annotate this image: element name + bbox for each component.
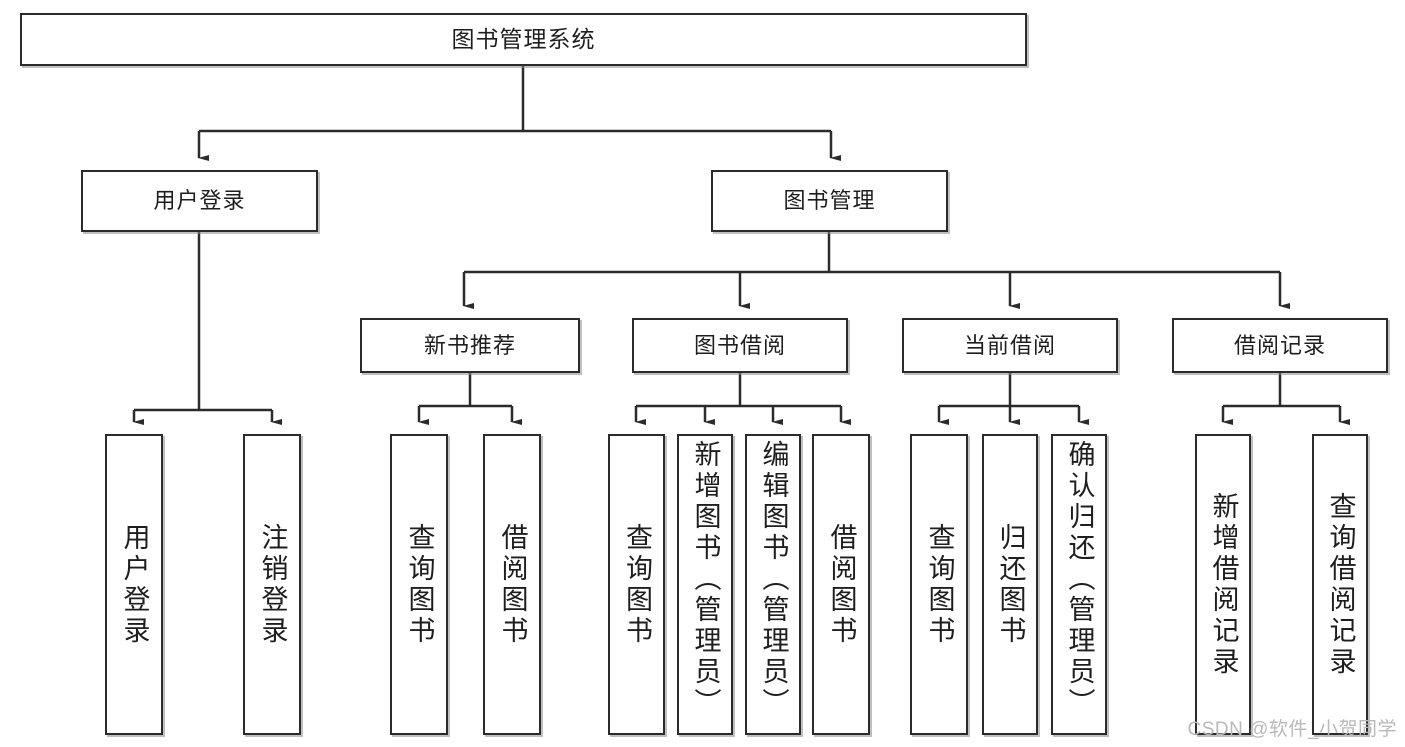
node-new-book-recommend[interactable]: 新书推荐 xyxy=(360,318,580,373)
leaf-node-return-book[interactable]: 归还图书 xyxy=(982,434,1038,735)
node-label: 当前借阅 xyxy=(963,332,1056,358)
node-label: 查询借阅记录 xyxy=(1325,491,1356,678)
node-label: 查询图书 xyxy=(924,522,955,647)
node-label: 新书推荐 xyxy=(423,332,516,358)
node-label: 编辑图书（管理员） xyxy=(758,440,789,719)
node-label: 确认归还（管理员） xyxy=(1064,440,1095,719)
node-label: 用户登录 xyxy=(153,188,246,214)
leaf-node-query-books-borrow[interactable]: 查询图书 xyxy=(608,434,665,735)
leaf-node-borrow-books-recommend[interactable]: 借阅图书 xyxy=(483,434,541,735)
leaf-node-edit-book-admin[interactable]: 编辑图书（管理员） xyxy=(745,434,801,735)
node-label: 图书管理 xyxy=(783,188,876,214)
node-label: 注销登录 xyxy=(257,522,288,647)
node-book-management[interactable]: 图书管理 xyxy=(711,170,948,232)
node-label: 借阅图书 xyxy=(497,522,528,647)
leaf-node-logout[interactable]: 注销登录 xyxy=(243,434,301,735)
node-label: 查询图书 xyxy=(622,522,652,647)
node-root-system[interactable]: 图书管理系统 xyxy=(20,13,1027,66)
node-label: 借阅记录 xyxy=(1233,332,1326,358)
leaf-node-add-book-admin[interactable]: 新增图书（管理员） xyxy=(677,434,733,735)
node-label: 用户登录 xyxy=(119,522,150,647)
leaf-node-confirm-return-admin[interactable]: 确认归还（管理员） xyxy=(1051,434,1107,735)
leaf-node-query-borrow-record[interactable]: 查询借阅记录 xyxy=(1312,434,1368,735)
node-label: 图书借阅 xyxy=(693,332,786,358)
leaf-node-borrow-book[interactable]: 借阅图书 xyxy=(812,434,870,735)
node-label: 图书管理系统 xyxy=(451,26,596,53)
leaf-node-query-books-current[interactable]: 查询图书 xyxy=(910,434,968,735)
node-label: 新增图书（管理员） xyxy=(690,440,721,719)
leaf-node-add-borrow-record[interactable]: 新增借阅记录 xyxy=(1195,434,1251,735)
node-label: 新增借阅记录 xyxy=(1208,491,1239,678)
node-current-borrow[interactable]: 当前借阅 xyxy=(902,318,1118,373)
node-book-borrow[interactable]: 图书借阅 xyxy=(632,318,848,373)
leaf-node-query-books-recommend[interactable]: 查询图书 xyxy=(390,434,448,735)
node-label: 归还图书 xyxy=(995,522,1026,647)
node-user-login[interactable]: 用户登录 xyxy=(81,170,318,232)
node-label: 借阅图书 xyxy=(826,522,857,647)
node-borrow-record[interactable]: 借阅记录 xyxy=(1172,318,1388,373)
leaf-node-user-login[interactable]: 用户登录 xyxy=(105,434,163,735)
watermark-text: CSDN @软件_小贺同学 xyxy=(1187,719,1397,740)
node-label: 查询图书 xyxy=(404,522,435,647)
